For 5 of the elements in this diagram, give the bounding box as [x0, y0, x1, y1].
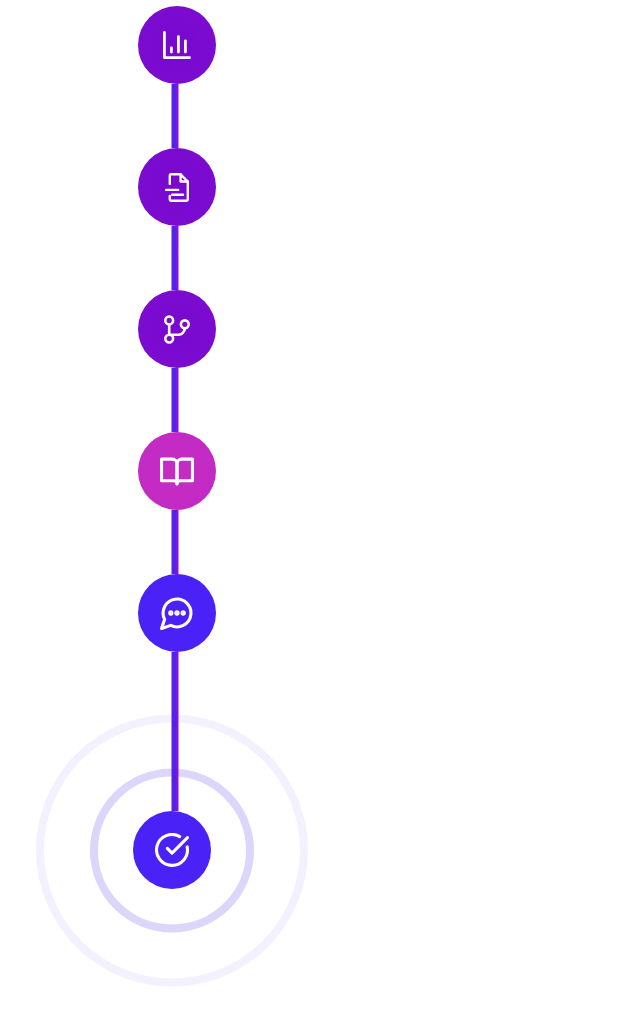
connector-line [171, 509, 179, 575]
connector-line [171, 651, 179, 812]
connector-line [171, 367, 179, 433]
connector-line [171, 225, 179, 291]
connector-line [171, 83, 179, 149]
